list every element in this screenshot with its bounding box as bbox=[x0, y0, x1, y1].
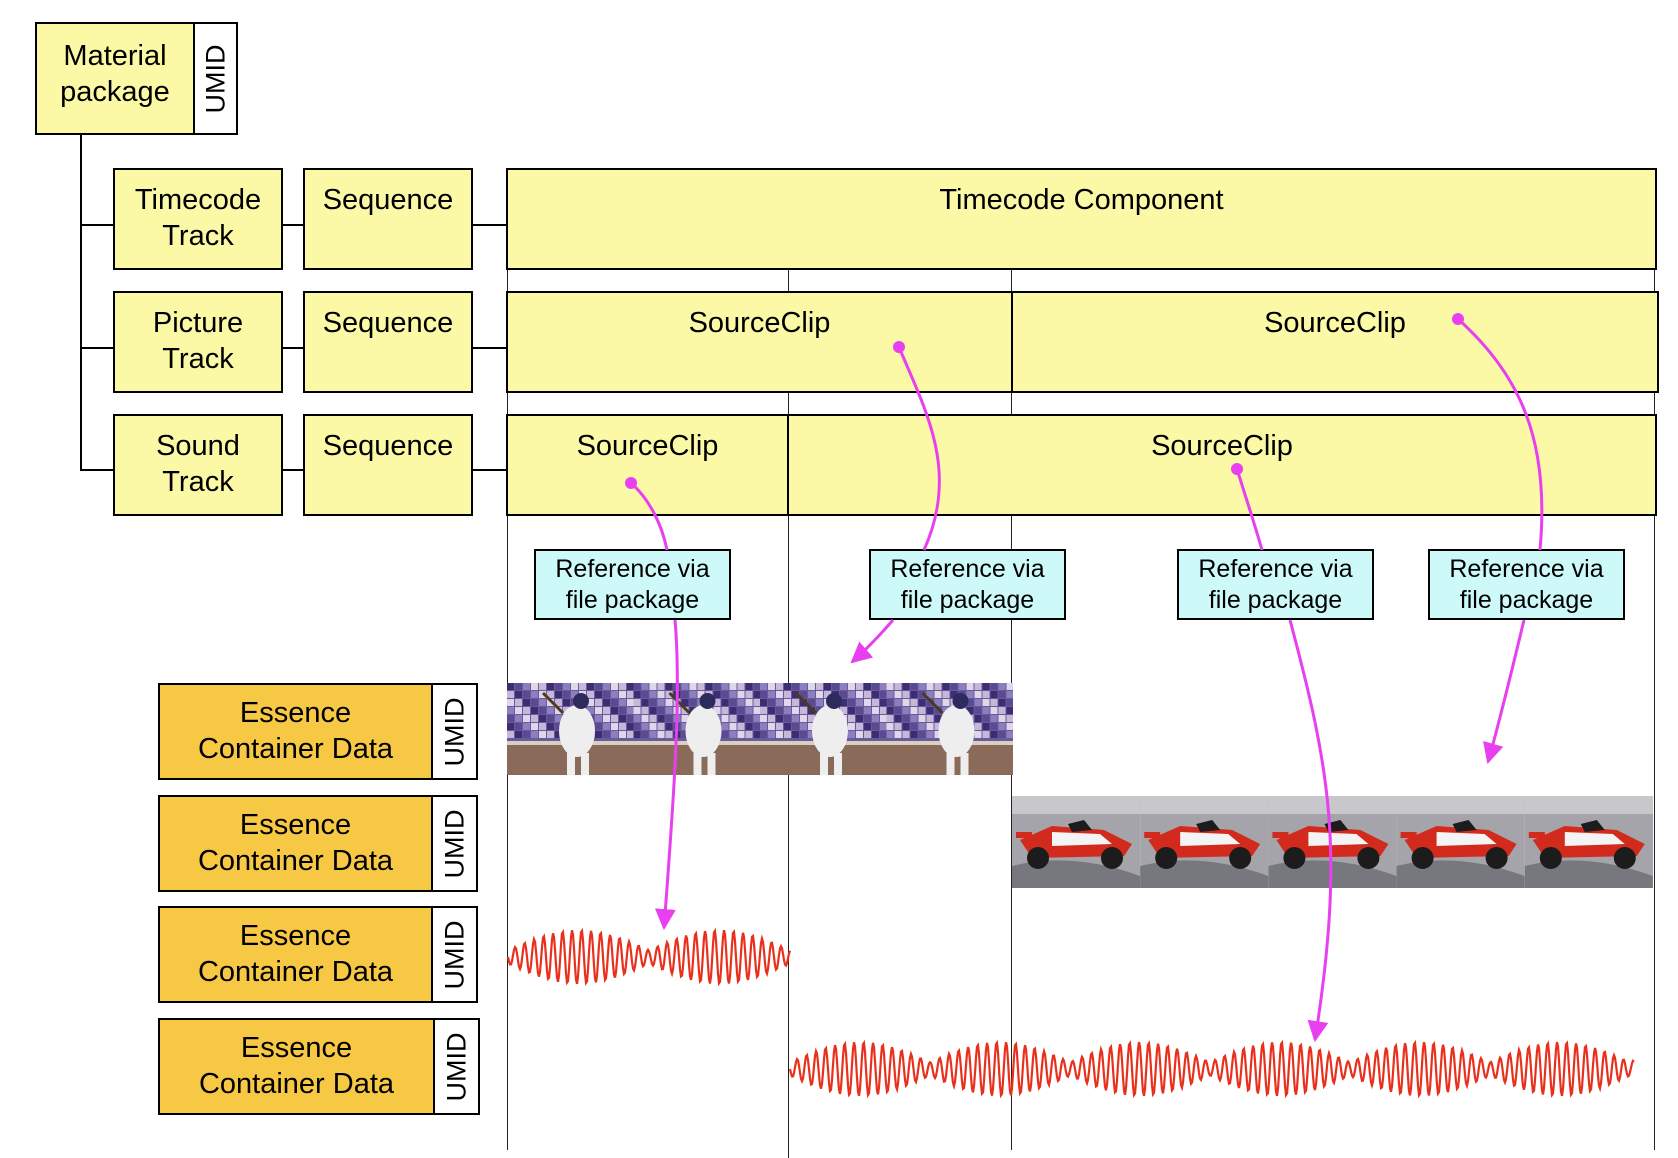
sourceclip-label: SourceClip bbox=[1264, 307, 1406, 339]
sequence-label: Sequence bbox=[322, 184, 454, 216]
essence-container-1: Essence Container Data bbox=[158, 683, 433, 780]
reference-arrow-2 bbox=[850, 619, 895, 664]
timeline-guide-4 bbox=[1654, 168, 1655, 1150]
tree-trunk bbox=[80, 134, 82, 471]
umid-label: UMID bbox=[439, 697, 469, 766]
material-package-label: Material package bbox=[60, 40, 170, 108]
connector-timecode bbox=[80, 224, 114, 226]
reference-box-1: Reference via file package bbox=[534, 549, 731, 620]
baseball-frame bbox=[886, 683, 1013, 775]
umid-label: UMID bbox=[200, 44, 230, 113]
racecar-video-strip bbox=[1012, 796, 1653, 888]
racecar-frame bbox=[1140, 796, 1269, 888]
reference-arrow-4 bbox=[1483, 619, 1526, 765]
essence-umid-1: UMID bbox=[431, 683, 478, 780]
reference-box-3: Reference via file package bbox=[1177, 549, 1374, 620]
picture-sourceclip-1: SourceClip bbox=[506, 291, 1013, 393]
connector-picture-comp bbox=[472, 347, 508, 349]
sound-track-box: Sound Track bbox=[113, 414, 283, 516]
material-package-box: Material package bbox=[35, 22, 195, 135]
sound-sequence-box: Sequence bbox=[303, 414, 473, 516]
umid-label: UMID bbox=[441, 1032, 471, 1101]
racecar-frame bbox=[1396, 796, 1525, 888]
umid-label: UMID bbox=[439, 920, 469, 989]
essence-umid-3: UMID bbox=[431, 906, 478, 1003]
material-package-umid: UMID bbox=[193, 22, 238, 135]
racecar-frame bbox=[1268, 796, 1397, 888]
baseball-frame bbox=[633, 683, 761, 775]
sequence-label: Sequence bbox=[322, 430, 454, 462]
connector-picture bbox=[80, 347, 114, 349]
essence-container-label: Essence Container Data bbox=[197, 920, 394, 988]
timecode-sequence-box: Sequence bbox=[303, 168, 473, 270]
picture-sourceclip-2: SourceClip bbox=[1011, 291, 1659, 393]
baseball-frame bbox=[507, 683, 634, 775]
timecode-component-box: Timecode Component bbox=[506, 168, 1657, 270]
connector-sound-seq bbox=[281, 469, 305, 471]
sound-sourceclip-2: SourceClip bbox=[787, 414, 1657, 516]
umid-label: UMID bbox=[439, 809, 469, 878]
timecode-track-label: Timecode Track bbox=[134, 184, 262, 252]
racecar-frame bbox=[1524, 796, 1653, 888]
essence-container-label: Essence Container Data bbox=[198, 1032, 395, 1100]
reference-box-4: Reference via file package bbox=[1428, 549, 1625, 620]
essence-umid-2: UMID bbox=[431, 795, 478, 892]
timecode-track-box: Timecode Track bbox=[113, 168, 283, 270]
sequence-label: Sequence bbox=[322, 307, 454, 339]
connector-sound-comp bbox=[472, 469, 508, 471]
sound-sourceclip-1: SourceClip bbox=[506, 414, 789, 516]
connector-timecode-comp bbox=[472, 224, 508, 226]
essence-container-2: Essence Container Data bbox=[158, 795, 433, 892]
timecode-component-label: Timecode Component bbox=[939, 184, 1224, 216]
timeline-guide-1 bbox=[507, 168, 508, 1150]
baseball-frame bbox=[760, 683, 887, 775]
sourceclip-label: SourceClip bbox=[1151, 430, 1293, 462]
connector-picture-seq bbox=[281, 347, 305, 349]
essence-container-label: Essence Container Data bbox=[197, 809, 394, 877]
essence-container-label: Essence Container Data bbox=[197, 697, 394, 765]
reference-box-2: Reference via file package bbox=[869, 549, 1066, 620]
picture-track-box: Picture Track bbox=[113, 291, 283, 393]
essence-umid-4: UMID bbox=[433, 1018, 480, 1115]
sourceclip-label: SourceClip bbox=[576, 430, 719, 462]
sourceclip-label: SourceClip bbox=[688, 307, 831, 339]
essence-container-4: Essence Container Data bbox=[158, 1018, 435, 1115]
racecar-frame bbox=[1012, 796, 1141, 888]
baseball-video-strip bbox=[507, 683, 1013, 775]
picture-track-label: Picture Track bbox=[152, 307, 244, 375]
essence-container-3: Essence Container Data bbox=[158, 906, 433, 1003]
sound-track-label: Sound Track bbox=[156, 430, 240, 498]
connector-sound bbox=[80, 469, 114, 471]
picture-sequence-box: Sequence bbox=[303, 291, 473, 393]
connector-timecode-seq bbox=[281, 224, 305, 226]
audio-waveform-2 bbox=[788, 1039, 1635, 1099]
audio-waveform-1 bbox=[506, 927, 792, 987]
